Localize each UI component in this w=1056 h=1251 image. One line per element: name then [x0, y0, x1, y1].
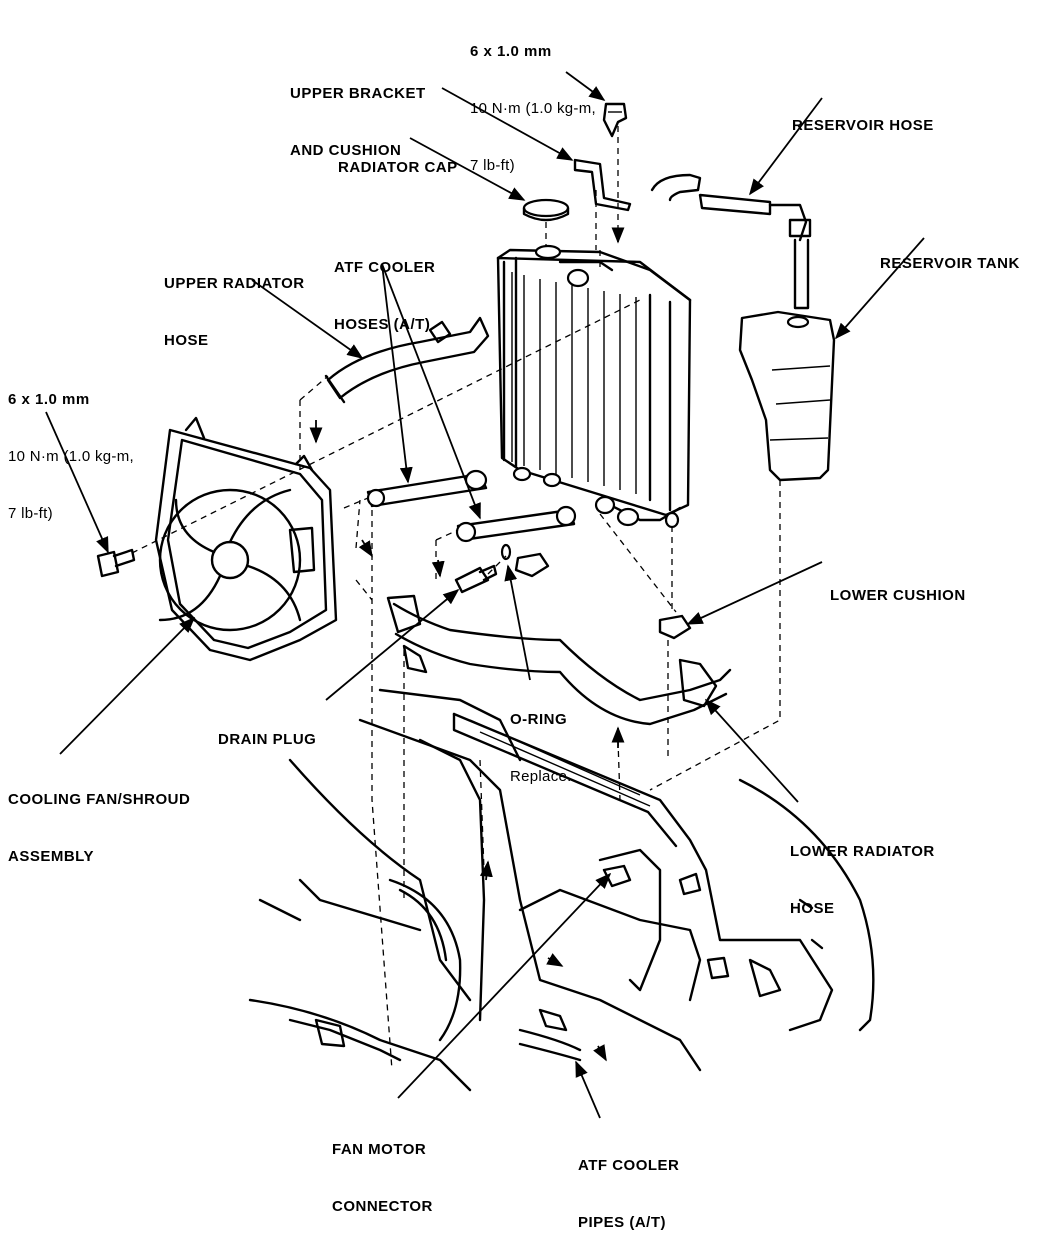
label-line: LOWER CUSHION	[830, 587, 966, 604]
o-ring-note: Replace.	[510, 768, 572, 785]
label-line: ATF COOLER	[578, 1157, 680, 1174]
label-cooling-fan: COOLING FAN/SHROUD ASSEMBLY	[8, 752, 190, 885]
label-line: 7 lb-ft)	[470, 157, 515, 174]
label-line: DRAIN PLUG	[218, 731, 317, 748]
label-drain-plug: DRAIN PLUG	[218, 692, 316, 768]
top-bolt	[602, 102, 628, 138]
label-bolt-top: 6 x 1.0 mm 10 N·m (1.0 kg-m, 7 lb-ft)	[470, 4, 596, 194]
label-line: HOSE	[790, 900, 835, 917]
radiator	[496, 244, 692, 529]
label-line: CONNECTOR	[332, 1198, 433, 1215]
alignment-lines	[131, 126, 781, 1071]
label-o-ring: O-RING Replace.	[510, 672, 572, 805]
label-line: PIPES (A/T)	[578, 1214, 667, 1231]
vehicle-body	[248, 688, 875, 1092]
o-ring-part	[500, 543, 512, 561]
label-bolt-left: 6 x 1.0 mm 10 N·m (1.0 kg-m, 7 lb-ft)	[8, 352, 134, 542]
radiator-exploded-diagram: 6 x 1.0 mm 10 N·m (1.0 kg-m, 7 lb-ft) UP…	[8, 4, 1020, 1231]
label-line: 7 lb-ft)	[8, 505, 53, 522]
label-line: LOWER RADIATOR	[790, 843, 935, 860]
label-line: UPPER RADIATOR	[164, 275, 305, 292]
label-radiator-cap: RADIATOR CAP	[338, 120, 458, 196]
label-line: ASSEMBLY	[8, 848, 94, 865]
label-line: ATF COOLER	[334, 259, 436, 276]
label-atf-cooler-hoses: ATF COOLER HOSES (A/T)	[334, 220, 435, 353]
label-line: 10 N·m (1.0 kg-m,	[8, 448, 134, 465]
left-bolt	[96, 548, 136, 578]
label-line: 10 N·m (1.0 kg-m,	[470, 100, 596, 117]
reservoir-tank-part	[738, 310, 836, 482]
cooling-fan-shroud-part	[154, 416, 338, 662]
label-line: UPPER BRACKET	[290, 85, 426, 102]
label-reservoir-hose: RESERVOIR HOSE	[792, 78, 934, 154]
label-line: RESERVOIR TANK	[880, 255, 1020, 272]
label-line: 6 x 1.0 mm	[8, 391, 90, 408]
label-line: 6 x 1.0 mm	[470, 43, 552, 60]
label-line: HOSE	[164, 332, 209, 349]
label-reservoir-tank: RESERVOIR TANK	[880, 216, 1020, 292]
motion-arrows	[309, 227, 625, 1062]
upper-bracket	[573, 158, 632, 212]
label-fan-motor-connector: FAN MOTOR CONNECTOR	[332, 1102, 433, 1235]
atf-cooler-hoses-part	[366, 469, 577, 543]
diagram-artwork	[45, 71, 925, 1119]
label-line: O-RING	[510, 711, 568, 728]
label-line: HOSES (A/T)	[334, 316, 431, 333]
label-lower-radiator-hose: LOWER RADIATOR HOSE	[790, 804, 935, 937]
lower-radiator-hose-part	[386, 594, 732, 726]
label-line: AND CUSHION	[290, 142, 402, 159]
label-line: FAN MOTOR	[332, 1141, 427, 1158]
label-line: COOLING FAN/SHROUD	[8, 791, 191, 808]
label-upper-radiator-hose: UPPER RADIATOR HOSE	[164, 236, 305, 369]
label-line: RESERVOIR HOSE	[792, 117, 934, 134]
reservoir-hose-part	[650, 173, 812, 310]
label-atf-cooler-pipes: ATF COOLER PIPES (A/T)	[578, 1118, 679, 1251]
leader-lines	[45, 71, 925, 1119]
drain-plug-part	[454, 564, 498, 594]
label-lower-cushion: LOWER CUSHION	[830, 548, 966, 624]
label-line: RADIATOR CAP	[338, 159, 458, 176]
upper-radiator-hose-part	[324, 316, 490, 404]
label-upper-bracket: UPPER BRACKET AND CUSHION	[290, 46, 426, 179]
radiator-cap	[522, 198, 570, 222]
